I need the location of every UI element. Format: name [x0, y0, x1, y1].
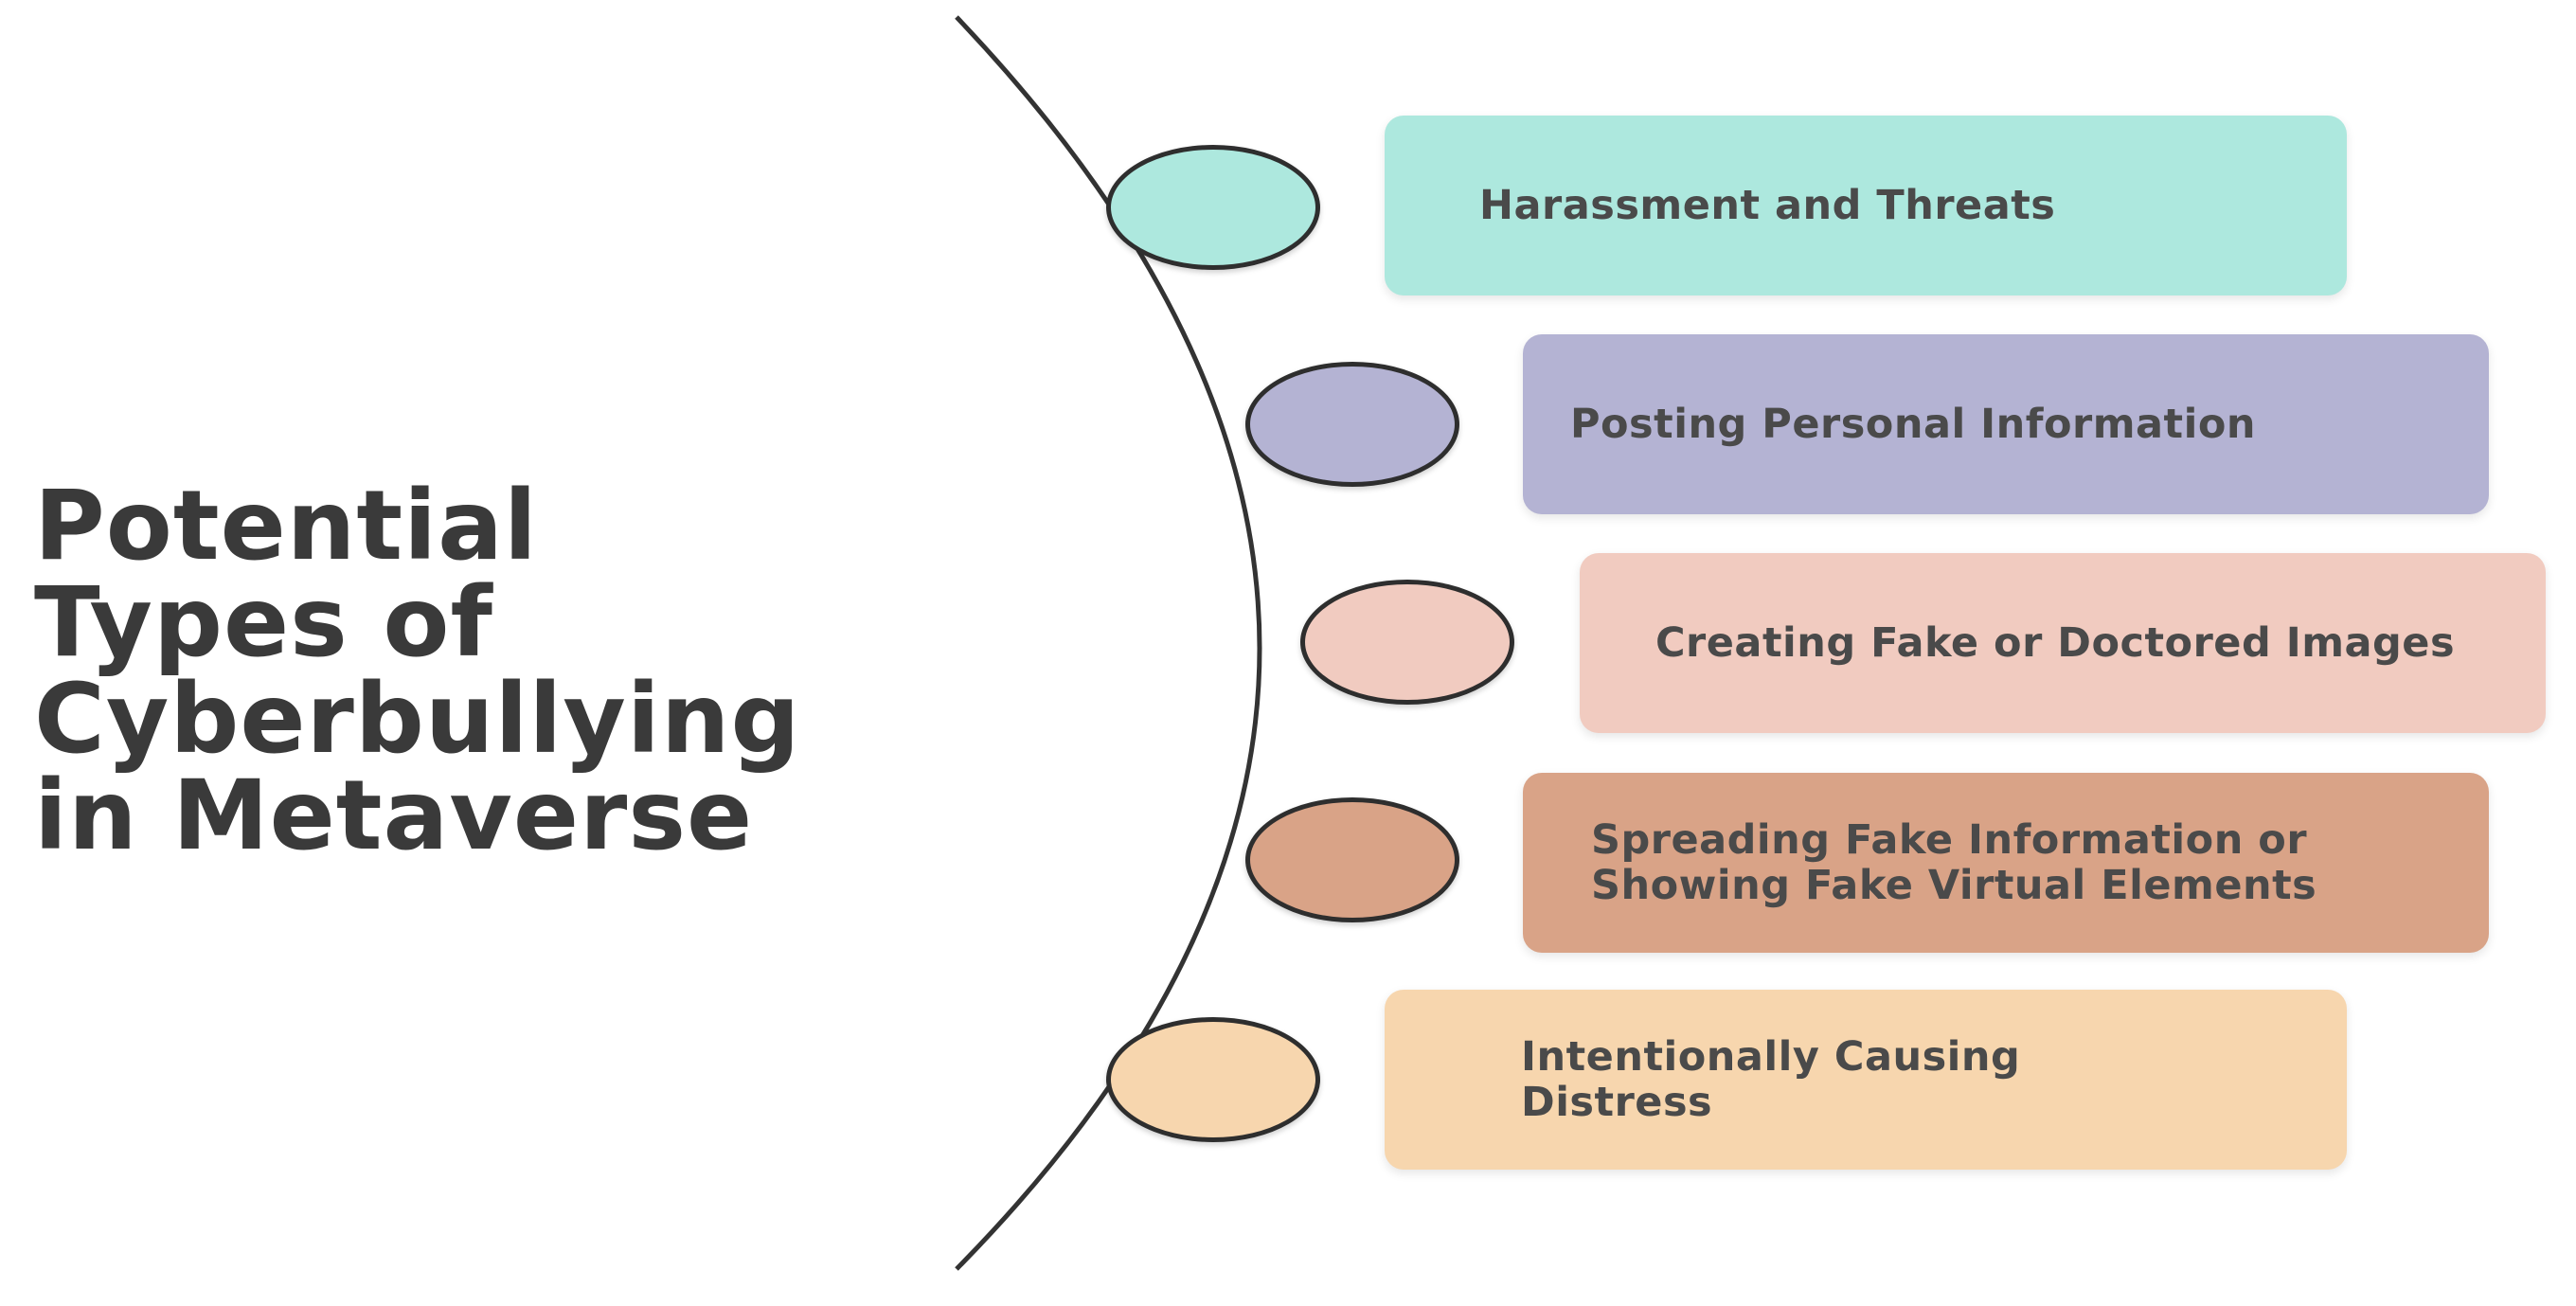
category-card: Intentionally Causing Distress [1385, 990, 2347, 1170]
circle-marker [1245, 797, 1459, 922]
category-label: Creating Fake or Doctored Images [1655, 619, 2456, 667]
category-label: Posting Personal Information [1570, 401, 2257, 448]
category-card: Harassment and Threats [1385, 116, 2347, 295]
category-label: Intentionally Causing Distress [1521, 1033, 2021, 1126]
circle-marker [1106, 145, 1320, 270]
category-card: Spreading Fake Information or Showing Fa… [1523, 773, 2489, 953]
category-card: Posting Personal Information [1523, 334, 2489, 514]
category-card: Creating Fake or Doctored Images [1580, 553, 2546, 733]
category-label: Spreading Fake Information or Showing Fa… [1591, 816, 2317, 909]
diagram-title: Potential Types of Cyberbullying in Meta… [34, 470, 801, 872]
circle-marker [1245, 362, 1459, 487]
category-label: Harassment and Threats [1479, 182, 2056, 229]
circle-marker [1106, 1017, 1320, 1142]
circle-marker [1300, 580, 1514, 705]
